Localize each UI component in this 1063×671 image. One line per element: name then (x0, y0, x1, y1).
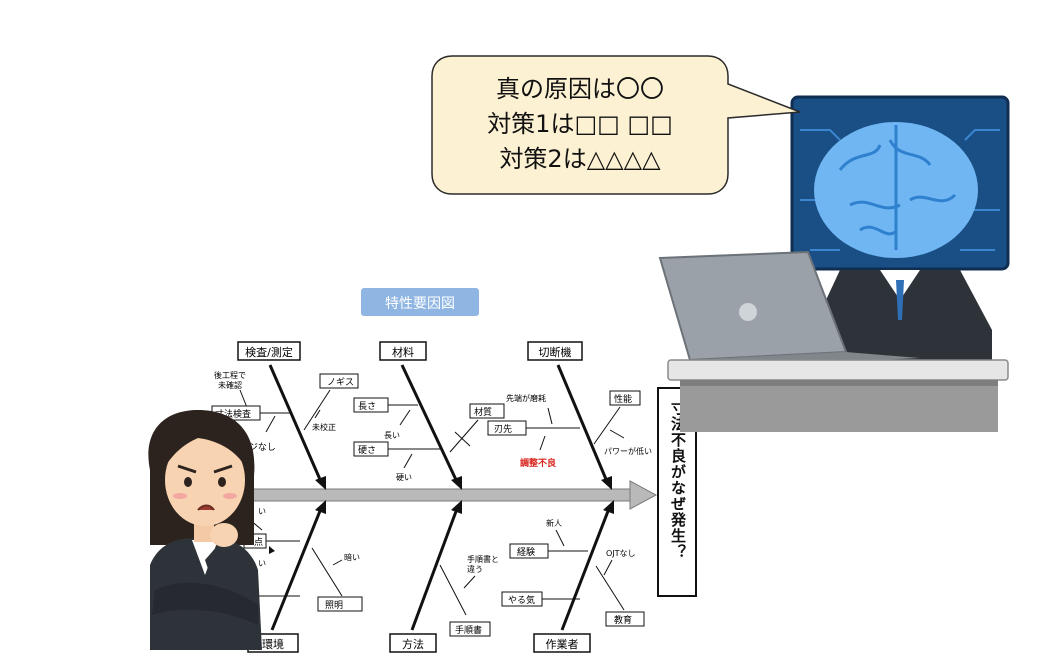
cause-box-kyoiku (605, 611, 645, 627)
cause-seino: 性能 (614, 393, 632, 405)
cause-box-tejunsho (449, 621, 491, 637)
spine-arrowhead (629, 480, 658, 510)
cause-env-i2: い (258, 559, 266, 568)
svg-text:環境: 環境 (262, 637, 284, 651)
cause-box-shomei (317, 596, 363, 612)
cause-nagai: 長い (384, 431, 400, 440)
cause-tejunsho: 手順書 (455, 624, 482, 636)
bubble-line-1: 真の原因は〇〇 (496, 75, 664, 103)
cause-stamp: 調整不良 (520, 457, 556, 469)
cause-box-seino (609, 390, 641, 406)
cause-koutei: 後工程で (214, 370, 246, 380)
cause-keiken: 経験 (517, 546, 535, 558)
cause-shinjin: 新人 (546, 518, 562, 528)
bone-inspection (268, 364, 324, 485)
cause-env-i: い (258, 507, 266, 516)
diagram-title: 特性要因図 (385, 296, 455, 312)
cause-kyoiku: 教育 (614, 614, 632, 626)
category-material: 材料 (379, 341, 427, 361)
category-cutter: 切断機 (527, 341, 583, 361)
cause-mikousei: 未校正 (312, 422, 336, 432)
bone-cutter (556, 364, 610, 485)
cause-ojt: OJTなし (606, 549, 636, 558)
svg-text:検査/測定: 検査/測定 (245, 345, 293, 359)
category-method: 方法 (389, 633, 437, 653)
category-worker: 作業者 (533, 633, 591, 653)
svg-text:作業者: 作業者 (546, 638, 579, 651)
cause-kurai: 暗い (344, 552, 360, 562)
effect-box (657, 387, 697, 597)
cause-chigau: 違う (467, 564, 483, 574)
svg-text:材料: 材料 (392, 345, 414, 359)
speech-bubble-text: 真の原因は〇〇 対策1は□□ □□ 対策2は△△△△ (432, 72, 728, 177)
cause-katasa: 硬さ (358, 445, 376, 456)
effect-text: 寸法不良がなぜ発生？ (669, 399, 687, 560)
svg-text:方法: 方法 (402, 637, 424, 651)
cause-nagasa: 長さ (358, 401, 376, 412)
category-inspection: 検査/測定 (237, 341, 301, 361)
cause-box-zaishitsu (469, 403, 505, 419)
cause-nogisu: ノギス (327, 377, 354, 388)
cause-power: パワーが低い (604, 446, 652, 456)
bone-worker (560, 505, 612, 631)
cause-zaishitsu: 材質 (474, 406, 492, 418)
cause-mikakunin: 未確認 (218, 380, 242, 390)
cause-gauge: ージなし (240, 442, 276, 453)
cause-katai: 硬い (396, 473, 412, 482)
bubble-line-2: 対策1は□□ □□ (487, 110, 673, 138)
cause-sentan: 先端が磨耗 (506, 393, 546, 403)
bone-method (410, 505, 460, 631)
cause-jinsaki: 刃先 (494, 423, 512, 435)
cause-yaruki: やる気 (508, 594, 535, 606)
bone-material (400, 364, 460, 485)
cause-env-ten: 点 (254, 537, 263, 548)
bubble-line-3: 対策2は△△△△ (499, 145, 661, 173)
cause-shomei: 照明 (325, 600, 343, 611)
cause-box-nogisu (319, 373, 359, 389)
diagram-title-box (361, 288, 479, 316)
bone-environment (270, 505, 324, 631)
cause-tejunsho-to: 手順書と (467, 554, 499, 564)
svg-text:切断機: 切断機 (539, 345, 572, 359)
